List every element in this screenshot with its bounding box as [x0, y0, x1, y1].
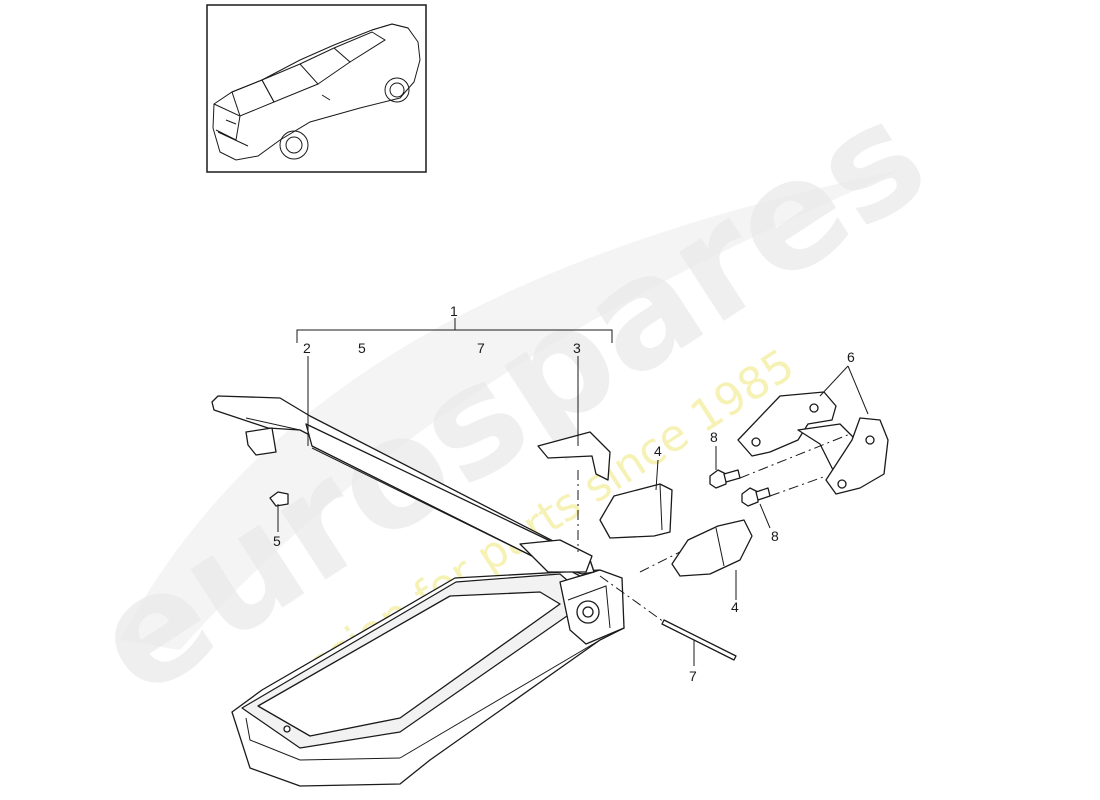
callout-2: 2: [303, 340, 311, 356]
group-bracket: [296, 318, 613, 343]
callout-5-lower: 5: [273, 533, 281, 549]
clip-part: [269, 491, 289, 507]
hinge-pin: [661, 619, 737, 661]
bolt-lower: [741, 487, 771, 507]
pad-lower: [671, 519, 753, 577]
vehicle-thumbnail: [206, 4, 427, 173]
assembly-lines: [577, 433, 851, 623]
callouts: 1 2 5 7 3 6 8 4 5 8 4 7: [273, 303, 855, 684]
callout-6: 6: [847, 349, 855, 365]
callout-8-upper: 8: [710, 429, 718, 445]
armrest-base: [231, 569, 625, 787]
callout-3: 3: [573, 340, 581, 356]
callout-1: 1: [450, 303, 458, 319]
armrest-lid: [211, 395, 595, 577]
callout-7-lower: 7: [689, 668, 697, 684]
callout-7-top: 7: [477, 340, 485, 356]
bolt-upper: [709, 469, 741, 489]
leader-lines: [277, 356, 869, 666]
car-icon: [212, 23, 421, 161]
pad-upper: [599, 483, 673, 539]
cover-cap: [537, 431, 611, 481]
callout-4-upper: 4: [654, 443, 662, 459]
callout-5-top: 5: [358, 340, 366, 356]
hinge-bracket-right: [825, 417, 889, 495]
watermark-swoosh: [120, 170, 900, 650]
callout-8-lower: 8: [771, 528, 779, 544]
callout-4-lower: 4: [731, 599, 739, 615]
